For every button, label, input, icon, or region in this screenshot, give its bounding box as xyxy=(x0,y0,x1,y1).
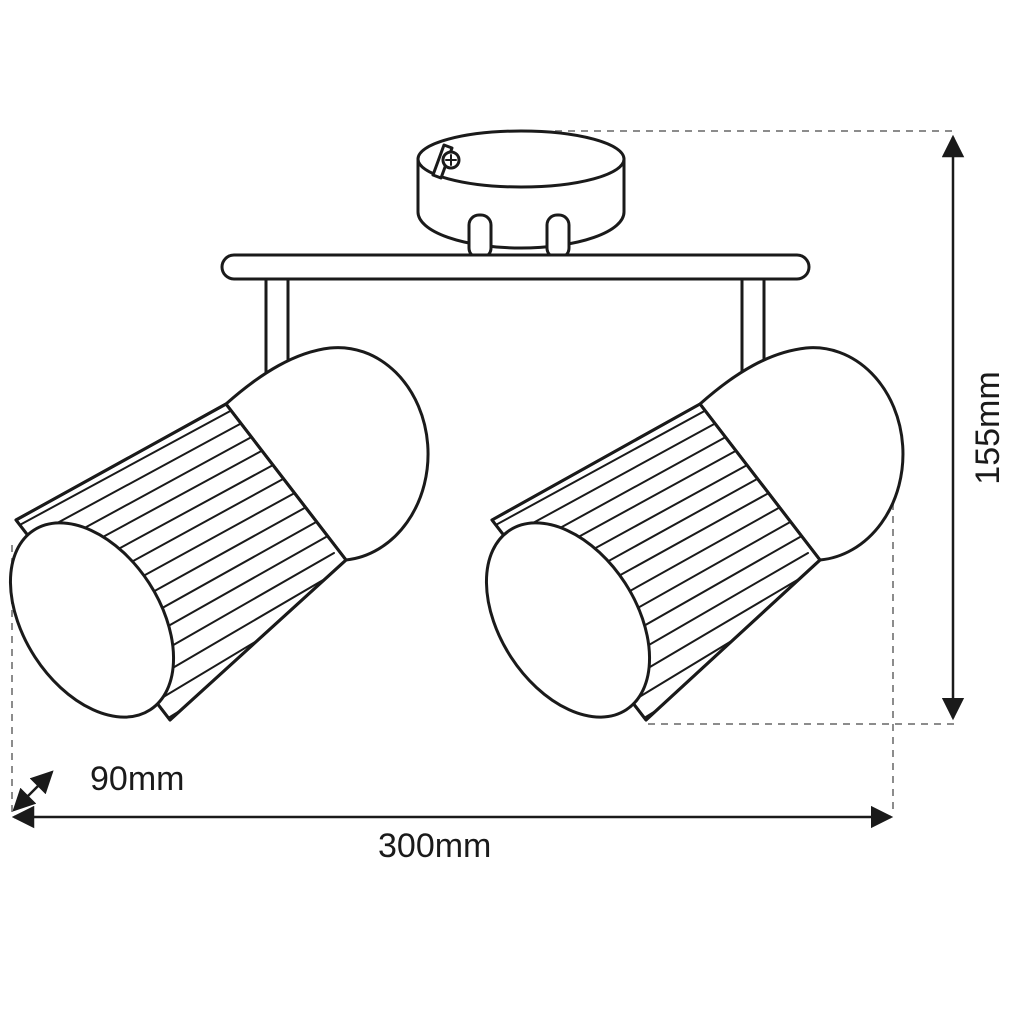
spotlight-right xyxy=(484,277,905,722)
height-dimension-label: 155mm xyxy=(969,371,1007,485)
dimension-arrows xyxy=(11,134,965,829)
shade-opening-left xyxy=(8,521,176,719)
width-dimension-label: 300mm xyxy=(378,827,492,865)
lamp-drawing xyxy=(8,129,905,722)
canopy-post-left xyxy=(467,213,493,260)
depth-arrow xyxy=(12,770,54,812)
spotlight-left xyxy=(8,277,430,722)
mounting-bar xyxy=(220,253,811,281)
shade-opening-right xyxy=(484,521,652,719)
ceiling-canopy xyxy=(416,129,626,260)
shade-body-right xyxy=(698,346,905,562)
canopy-post-right xyxy=(545,213,571,260)
shade-body-left xyxy=(224,346,430,562)
depth-dimension-label: 90mm xyxy=(90,760,185,798)
